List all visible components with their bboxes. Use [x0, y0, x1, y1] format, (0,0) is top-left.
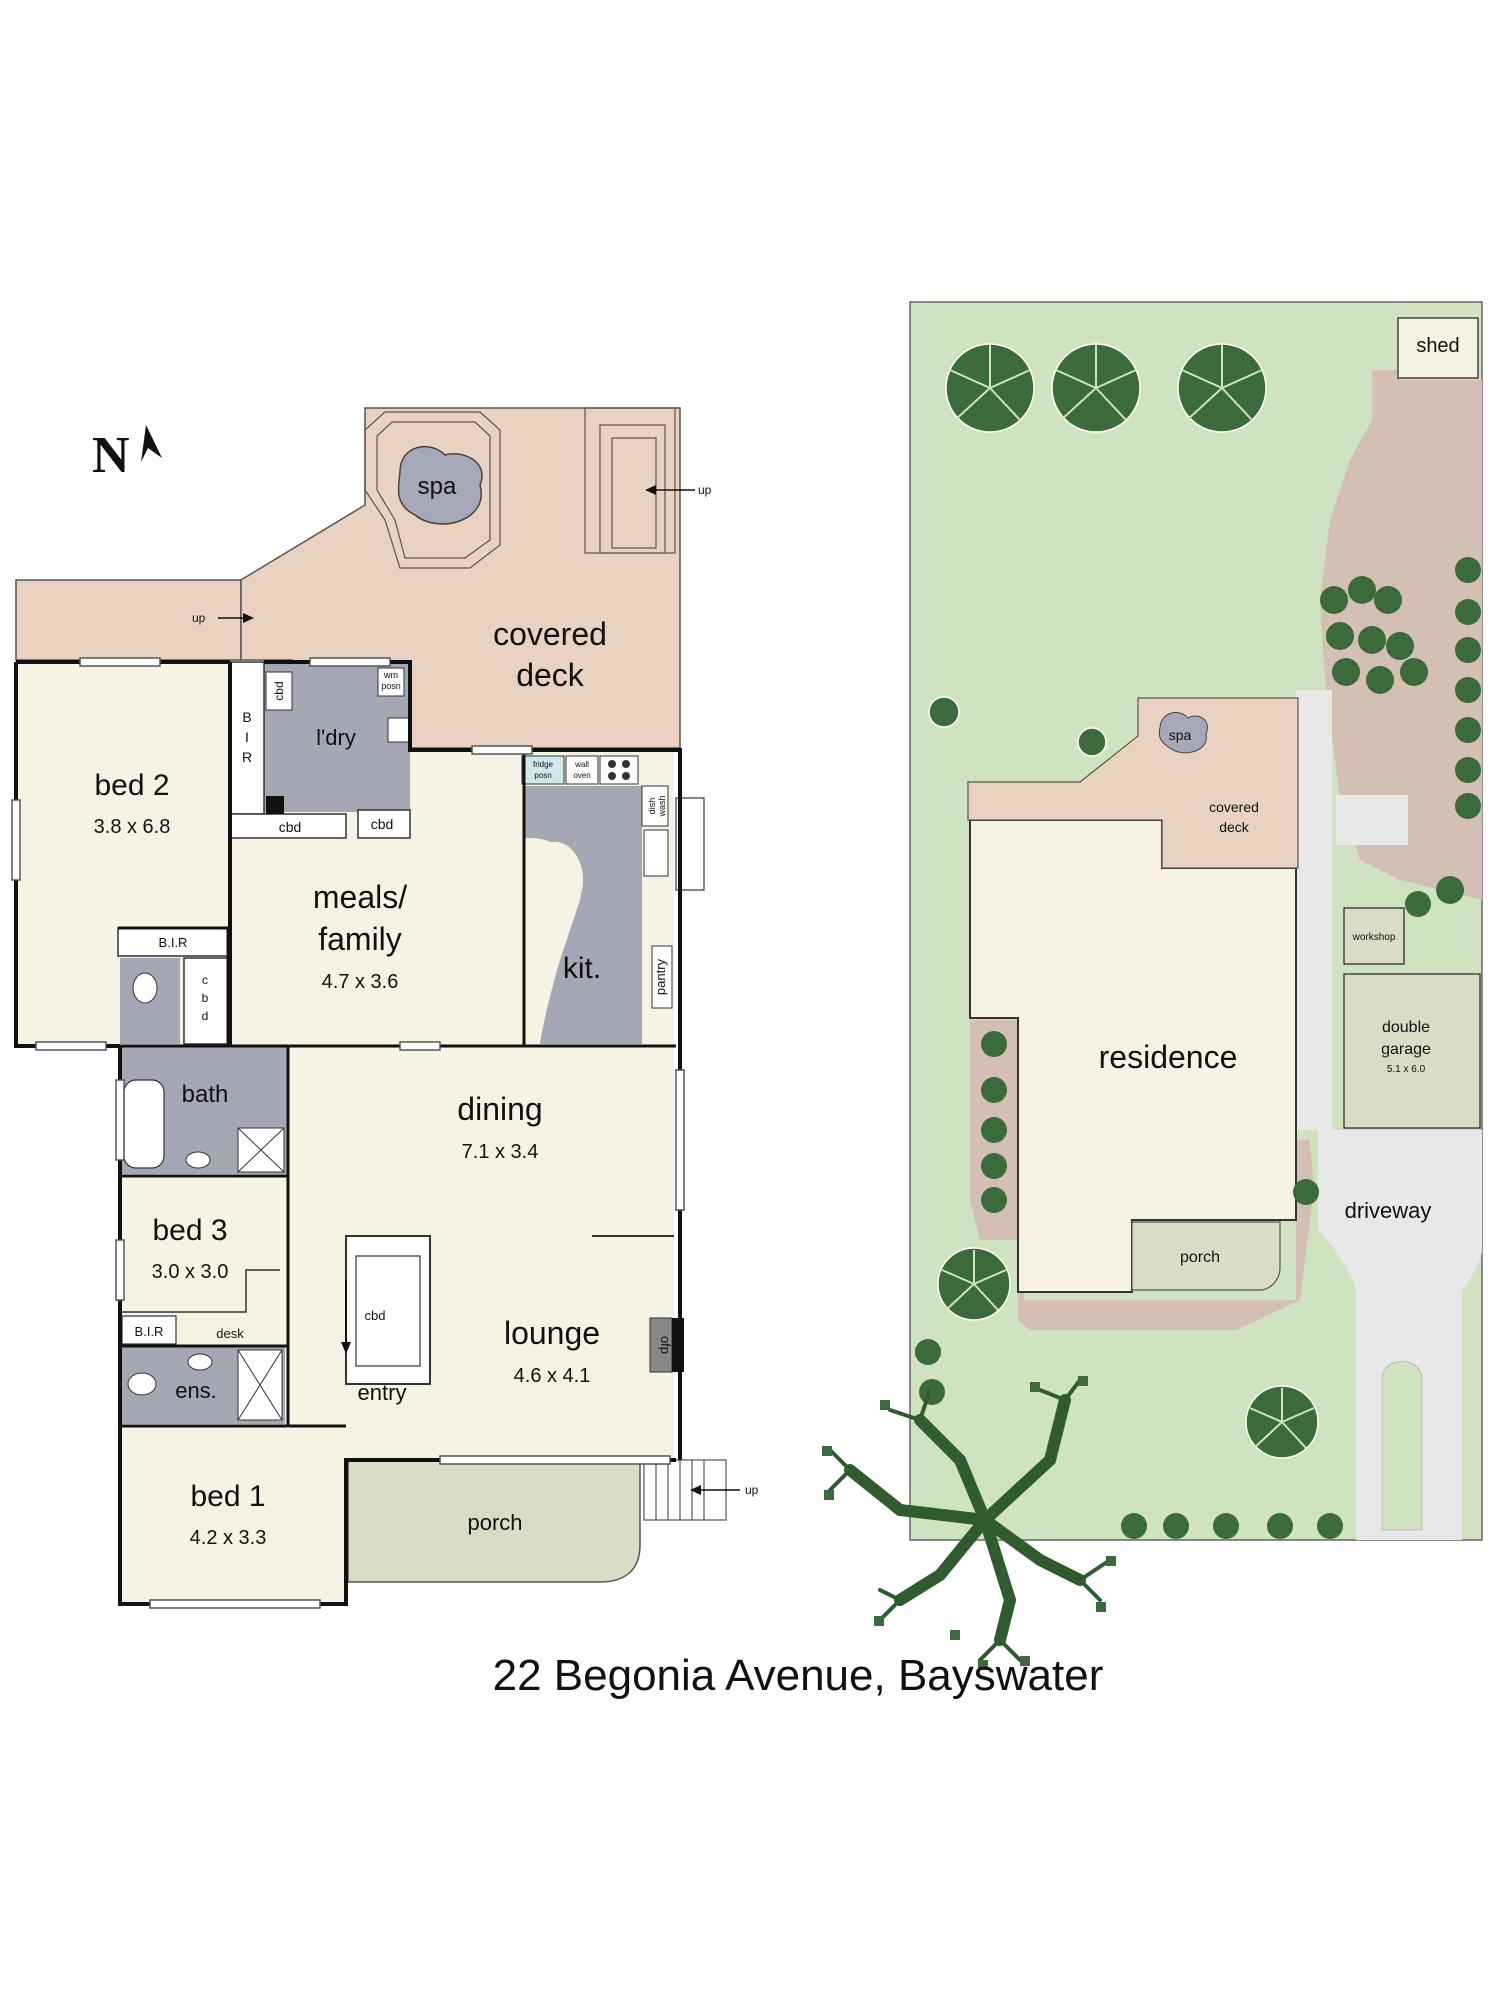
- cbd-label-3: cbd: [365, 1308, 386, 1323]
- covered-deck-label-2: deck: [516, 657, 585, 693]
- ens-basin-icon: [187, 1353, 213, 1371]
- up-label-deck: up: [698, 483, 712, 497]
- site-deck-label-2: deck: [1219, 819, 1250, 835]
- lounge-size: 4.6 x 4.1: [514, 1365, 591, 1387]
- large-tree-icon: [844, 1394, 1086, 1646]
- porch-label: porch: [467, 1510, 522, 1535]
- bir-vertical-3: R: [242, 749, 252, 765]
- dining-size: 7.1 x 3.4: [462, 1141, 539, 1163]
- driveway: [1318, 1130, 1482, 1540]
- kitchen-label: kit.: [563, 952, 601, 985]
- north-arrow-icon: N: [92, 425, 162, 484]
- driveway-label: driveway: [1345, 1198, 1432, 1223]
- pantry-label: pantry: [653, 958, 668, 995]
- fridge-label-2: posn: [534, 771, 551, 780]
- meals-label-1: meals/: [313, 879, 407, 915]
- cbd-label-1: cbd: [279, 819, 302, 835]
- bed2-label: bed 2: [94, 769, 169, 802]
- residence-label: residence: [1099, 1039, 1238, 1075]
- bir-label-1: B.I.R: [159, 935, 188, 950]
- garage-label-2: garage: [1381, 1041, 1431, 1058]
- site-covered-deck: [967, 697, 1299, 869]
- bed1-label: bed 1: [190, 1480, 265, 1513]
- oven-label-2: oven: [573, 771, 590, 780]
- basin-icon: [185, 1151, 211, 1169]
- lounge-label: lounge: [504, 1315, 600, 1351]
- covered-deck-label-1: covered: [493, 616, 607, 652]
- desk-label: desk: [216, 1326, 244, 1341]
- bed2-size: 3.8 x 6.8: [94, 816, 171, 838]
- cbd-label-2: cbd: [371, 816, 394, 832]
- bath-label: bath: [182, 1081, 229, 1108]
- workshop-label: workshop: [1352, 932, 1396, 943]
- site-porch: [1131, 1221, 1281, 1291]
- bed-1: [120, 1426, 345, 1602]
- dining-label: dining: [457, 1091, 542, 1127]
- bir-label-2: B.I.R: [135, 1324, 164, 1339]
- entry-label: entry: [358, 1380, 407, 1405]
- garage-size: 5.1 x 6.0: [1387, 1064, 1426, 1075]
- site-spa: [1158, 712, 1208, 754]
- oven-label-1: wall: [574, 760, 589, 769]
- rear-deck-strip: [15, 579, 242, 661]
- shed-label: shed: [1416, 335, 1459, 357]
- bed1-size: 4.2 x 3.3: [190, 1527, 267, 1549]
- bathtub-icon: [123, 1079, 165, 1169]
- ofp-label: ofp: [658, 1336, 673, 1354]
- fridge-label-1: fridge: [533, 760, 554, 769]
- bed3-label: bed 3: [152, 1214, 227, 1247]
- cbd-vertical-2: b: [202, 991, 209, 1005]
- wm-label-1: wm: [383, 670, 398, 680]
- bed3-size: 3.0 x 3.0: [152, 1261, 229, 1283]
- site-deck-label-1: covered: [1209, 799, 1259, 815]
- laundry-cbd-label: cbd: [272, 681, 286, 700]
- cbd-vertical-3: d: [202, 1009, 209, 1023]
- ens-toilet-icon: [127, 1372, 157, 1396]
- shrub-icon: [915, 557, 1481, 1539]
- toilet-icon: [132, 972, 158, 1004]
- up-label-left: up: [192, 611, 206, 625]
- site-plan: shed driveway residence porch spa covere…: [822, 301, 1483, 1670]
- double-garage: [1343, 973, 1481, 1129]
- spa-label: spa: [418, 473, 457, 500]
- bir-vertical-1: B: [242, 709, 251, 725]
- laundry-label: l'dry: [316, 725, 356, 750]
- bir-vertical-2: I: [245, 729, 249, 745]
- dishwash-label-2: wash: [657, 795, 667, 817]
- garage-label-1: double: [1382, 1019, 1430, 1036]
- dishwash-label-1: dish: [647, 798, 657, 815]
- wm-label-2: posn: [381, 681, 401, 691]
- property-title: 22 Begonia Avenue, Bayswater: [493, 1651, 1104, 1700]
- floor-plan: N spa up up covered deck: [11, 407, 759, 1609]
- meals-size: 4.7 x 3.6: [322, 971, 399, 993]
- site-spa-label: spa: [1169, 727, 1192, 743]
- front-porch: [347, 1459, 641, 1583]
- spa: [397, 445, 483, 525]
- ensuite-label: ens.: [175, 1378, 217, 1403]
- meals-label-2: family: [318, 921, 402, 957]
- site-porch-label: porch: [1180, 1249, 1220, 1266]
- shed: [1397, 317, 1479, 379]
- workshop: [1343, 907, 1405, 965]
- cbd-vertical-1: c: [202, 973, 208, 987]
- up-label-porch: up: [745, 1483, 759, 1497]
- north-label: N: [92, 427, 130, 484]
